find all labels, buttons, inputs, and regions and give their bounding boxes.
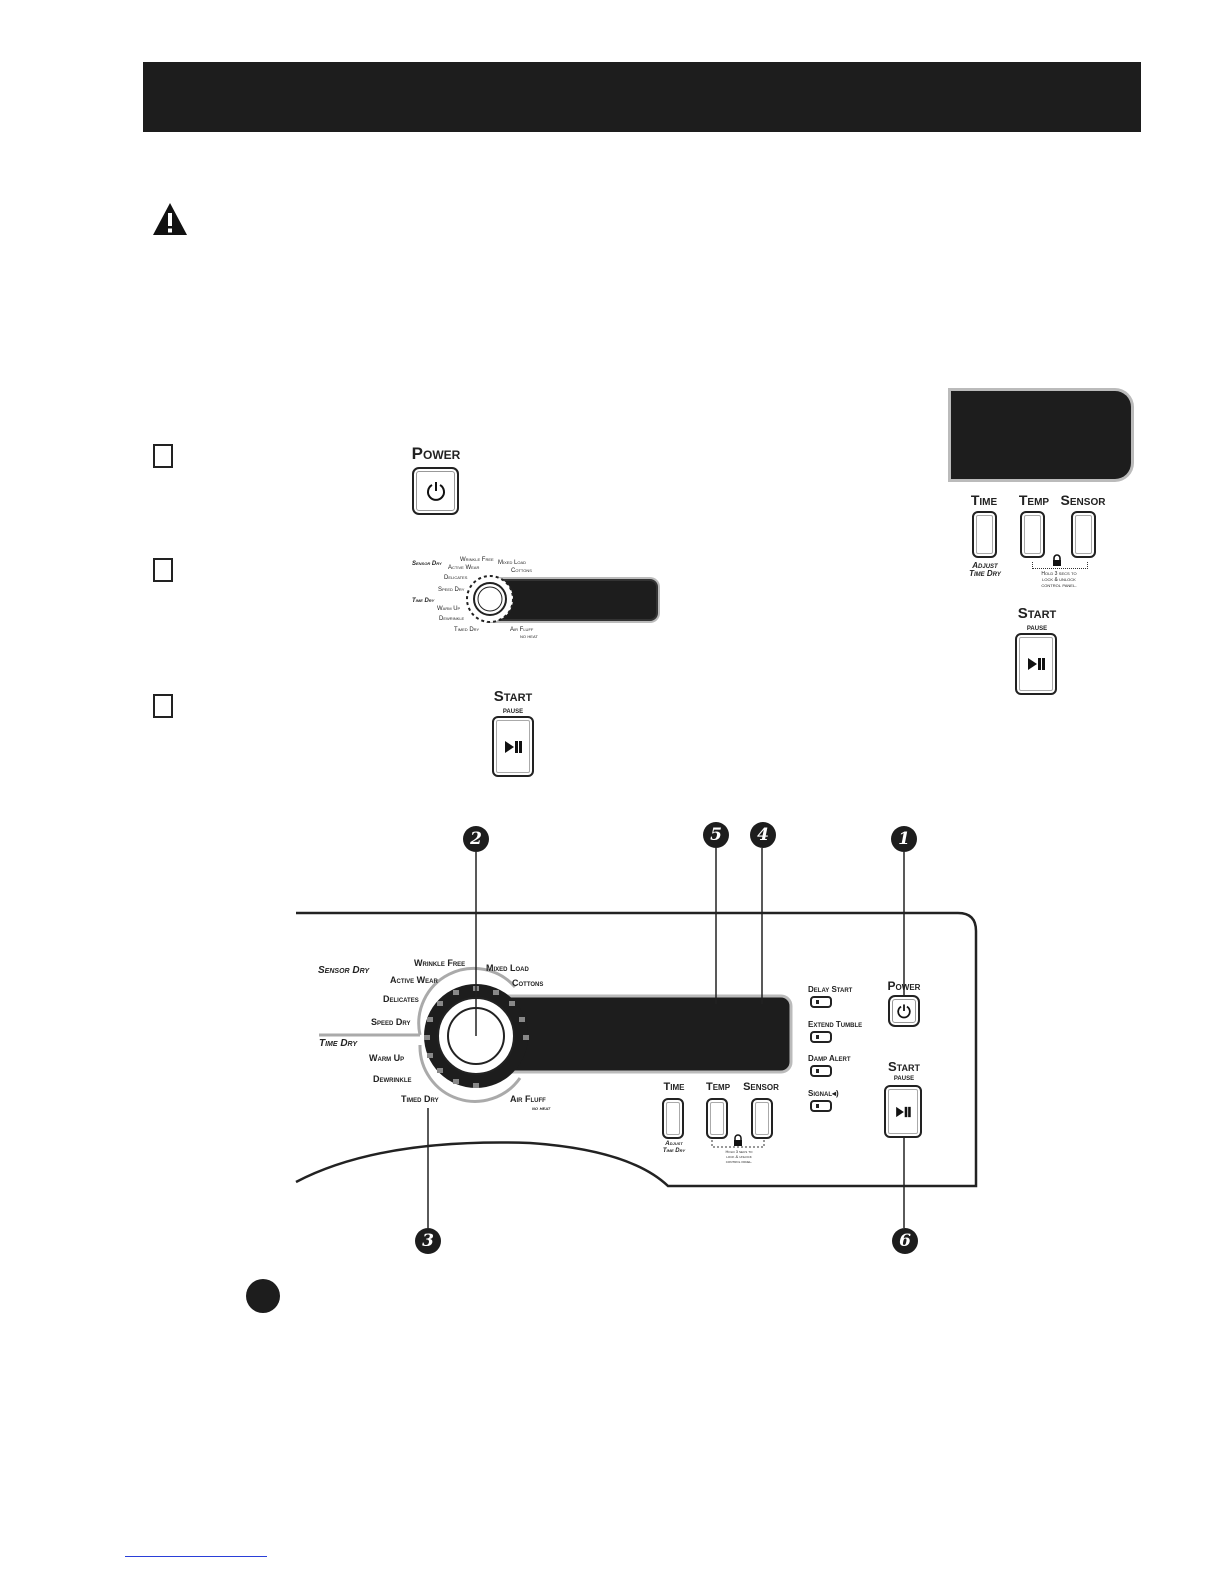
side-time-label: Time [970, 492, 998, 508]
panel-display-screen [493, 994, 793, 1074]
callout-5: 5 [703, 822, 729, 848]
callout-4: 4 [750, 822, 776, 848]
step-3-checkbox[interactable] [153, 694, 173, 718]
step-2-dial[interactable] [464, 573, 516, 625]
play-pause-icon [505, 740, 522, 753]
warning-icon [152, 202, 188, 236]
play-pause-icon [896, 1106, 911, 1117]
panel-sensor-button[interactable] [751, 1098, 773, 1139]
panel-adjust-label: Adjust [665, 1141, 683, 1147]
power-icon [897, 1004, 911, 1019]
panel-cycle-air-fluff: Air Fluff [510, 1094, 546, 1104]
side-time-dry-label: Time Dry [969, 569, 1001, 578]
panel-damp-alert-label: Damp Alert [808, 1054, 851, 1063]
panel-cycle-active-wear: Active Wear [390, 975, 438, 985]
step-3-start-label: Start [493, 688, 533, 705]
step-1-power-button[interactable] [412, 467, 459, 515]
panel-delay-start-label: Delay Start [808, 985, 853, 994]
panel-cycle-wrinkle-free: Wrinkle Free [414, 958, 466, 968]
side-start-pause-button[interactable] [1015, 633, 1057, 695]
panel-lock-icon [734, 1140, 742, 1146]
panel-lock-note-3: control panel. [725, 1159, 753, 1164]
panel-power-label: Power [887, 979, 921, 993]
note-bullet-icon [246, 1279, 280, 1313]
step-2-cycle-air-fluff: Air Fluff [510, 627, 534, 633]
step-2-sensor-dry: Sensor Dry [412, 561, 442, 567]
side-lock-icon [1051, 553, 1063, 571]
step-2-cycle-selector: Sensor Dry Wrinkle Free Active Wear Deli… [408, 555, 658, 643]
power-icon [426, 482, 445, 501]
step-2-cycle-speed-dry: Speed Dry [438, 587, 465, 593]
side-sensor-button[interactable] [1071, 511, 1096, 558]
step-2-cycle-active-wear: Active Wear [448, 565, 480, 571]
step-2-display [488, 579, 658, 621]
panel-temp-button[interactable] [706, 1098, 728, 1139]
footer-link-underline[interactable] [125, 1556, 267, 1557]
panel-start-label: Start [888, 1059, 920, 1074]
play-pause-icon [1028, 658, 1045, 670]
side-lock-note-1: Hold 3 secs to [1041, 571, 1077, 577]
side-display-screen [951, 391, 1131, 479]
side-lock-note-2: lock & unlock [1042, 577, 1076, 583]
side-sensor-label: Sensor [1060, 492, 1106, 508]
step-2-cycle-warm-up: Warm Up [437, 606, 461, 612]
callout-2: 2 [463, 826, 489, 852]
panel-sensor-dry: Sensor Dry [318, 965, 370, 976]
panel-extend-tumble-label: Extend Tumble [808, 1020, 863, 1029]
side-temp-label: Temp [1018, 492, 1050, 508]
step-1-checkbox[interactable] [153, 444, 173, 468]
step-2-cycle-cottons: Cottons [511, 568, 532, 574]
panel-cycle-timed-dry: Timed Dry [401, 1094, 439, 1104]
side-lock-bracket [1032, 562, 1088, 569]
section-header-bar [143, 62, 1141, 132]
panel-start-pause-button[interactable] [884, 1085, 922, 1138]
step-2-cycle-delicates: Delicates [444, 575, 468, 581]
side-temp-button[interactable] [1020, 511, 1045, 558]
panel-no-heat: no heat [532, 1106, 551, 1112]
panel-cycle-mixed-load: Mixed Load [486, 963, 529, 973]
step-3-start-pause-button[interactable] [492, 716, 534, 777]
panel-cycle-cottons: Cottons [512, 978, 544, 988]
panel-temp-label: Temp [705, 1081, 731, 1093]
sound-icon: ◂) [832, 1089, 839, 1098]
step-2-cycle-mixed-load: Mixed Load [498, 560, 527, 566]
callout-3: 3 [415, 1228, 441, 1254]
side-start-label: Start [1017, 605, 1057, 622]
panel-time-button[interactable] [662, 1098, 684, 1139]
step-2-checkbox[interactable] [153, 558, 173, 582]
panel-signal-text: Signal [808, 1089, 833, 1098]
panel-delay-start-button[interactable] [810, 996, 832, 1008]
step-2-cycle-timed-dry: Timed Dry [454, 627, 480, 633]
panel-cycle-warm-up: Warm Up [369, 1053, 405, 1063]
panel-cycle-delicates: Delicates [383, 994, 419, 1004]
side-lock-note-3: control panel. [1041, 583, 1077, 589]
panel-cycle-dewrinkle: Dewrinkle [373, 1074, 412, 1084]
panel-cycle-speed-dry: Speed Dry [371, 1017, 411, 1027]
step-2-cycle-dewrinkle: Dewrinkle [439, 616, 465, 622]
step-2-cycle-wrinkle-free: Wrinkle Free [460, 557, 494, 563]
callout-1: 1 [891, 826, 917, 852]
callout-6: 6 [892, 1228, 918, 1254]
side-adjust-label: Adjust [972, 561, 998, 570]
panel-sensor-label: Sensor [743, 1081, 779, 1093]
step-3-pause-label: pause [502, 705, 524, 715]
panel-time-dry-small: Time Dry [662, 1148, 686, 1154]
panel-lock-note-2: lock & unlock [726, 1154, 752, 1159]
panel-extend-tumble-button[interactable] [810, 1031, 832, 1043]
panel-signal-label: Signal◂) [808, 1089, 839, 1098]
panel-damp-alert-button[interactable] [810, 1065, 832, 1077]
panel-time-label: Time [663, 1081, 685, 1093]
step-1-power-label: Power [411, 444, 461, 463]
panel-time-dry: Time Dry [319, 1038, 358, 1049]
step-2-air-fluff-sub: no heat [520, 634, 538, 640]
side-time-button[interactable] [972, 511, 997, 558]
step-2-time-dry: Time Dry [412, 598, 435, 604]
side-pause-label: pause [1026, 622, 1048, 632]
panel-lock-note-1: Hold 3 secs to [725, 1149, 753, 1154]
panel-power-button[interactable] [888, 995, 920, 1027]
panel-signal-button[interactable] [810, 1100, 832, 1112]
panel-pause-label: pause [893, 1073, 915, 1082]
